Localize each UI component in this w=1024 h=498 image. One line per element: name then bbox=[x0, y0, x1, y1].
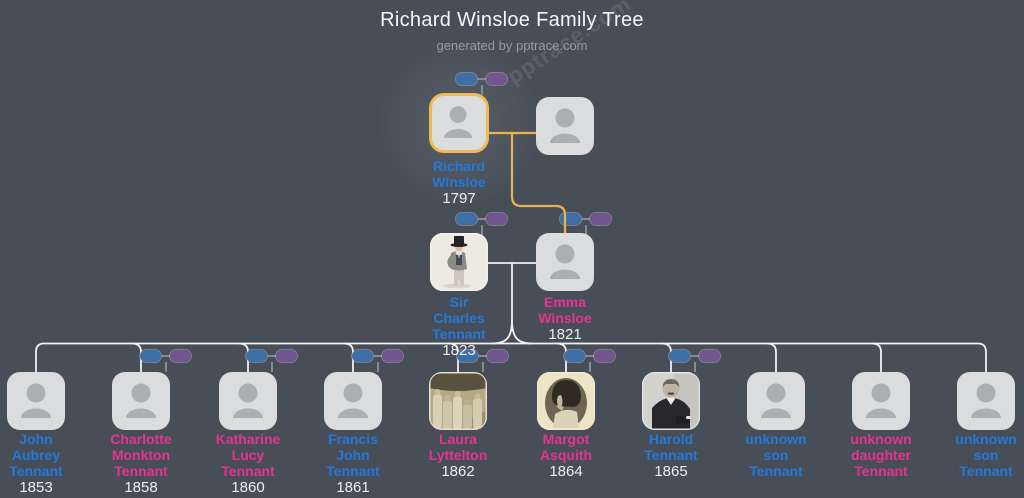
pair-drop-line bbox=[693, 362, 696, 372]
parents-link-harold bbox=[669, 350, 720, 372]
person-silhouette-icon bbox=[233, 383, 263, 418]
parents-link-francis bbox=[352, 350, 403, 372]
mini-mother-icon[interactable] bbox=[486, 73, 507, 85]
child-drop-unknown-son-1 bbox=[766, 342, 777, 374]
person-node-richard[interactable] bbox=[429, 93, 489, 153]
person-label-unknown-daughter: unknown daughter Tennant bbox=[850, 431, 912, 479]
person-node-katharine[interactable] bbox=[219, 372, 277, 430]
person-label-richard: Richard Winsloe 1797 bbox=[432, 158, 486, 207]
mini-father-icon[interactable] bbox=[352, 350, 373, 362]
person-label-harold: Harold Tennant 1865 bbox=[644, 431, 698, 480]
mini-father-icon[interactable] bbox=[669, 350, 690, 362]
person-node-margot[interactable] bbox=[537, 372, 595, 430]
pair-connector bbox=[585, 355, 594, 357]
parents-link-charlotte bbox=[140, 350, 191, 372]
person-silhouette-icon bbox=[866, 383, 896, 418]
person-label-margot: Margot Asquith 1864 bbox=[539, 431, 593, 480]
child-drop-unknown-daughter bbox=[871, 342, 882, 374]
pair-drop-line bbox=[376, 362, 379, 372]
person-label-charles: Sir Charles Tennant 1823 bbox=[432, 294, 486, 359]
mini-mother-icon[interactable] bbox=[486, 213, 507, 225]
mini-father-icon[interactable] bbox=[246, 350, 267, 362]
person-silhouette-icon bbox=[761, 383, 791, 418]
parents-link-emma bbox=[560, 213, 611, 235]
pair-connector bbox=[373, 355, 382, 357]
person-node-unknown-son-2[interactable] bbox=[957, 372, 1015, 430]
pair-connector bbox=[690, 355, 699, 357]
portrait-charles bbox=[430, 233, 488, 291]
pair-drop-line bbox=[588, 362, 591, 372]
mini-father-icon[interactable] bbox=[560, 213, 581, 225]
pair-connector bbox=[161, 355, 170, 357]
mini-father-icon[interactable] bbox=[456, 213, 477, 225]
person-node-harold[interactable] bbox=[642, 372, 700, 430]
pair-drop-line bbox=[164, 362, 167, 372]
pair-connector bbox=[477, 78, 486, 80]
person-label-charlotte: Charlotte Monkton Tennant 1858 bbox=[110, 431, 172, 496]
pair-drop-line bbox=[481, 362, 484, 372]
pair-connector bbox=[581, 218, 590, 220]
pair-drop-line bbox=[480, 225, 483, 235]
mini-father-icon[interactable] bbox=[456, 73, 477, 85]
person-node-john[interactable] bbox=[7, 372, 65, 430]
person-node-emma[interactable] bbox=[536, 233, 594, 291]
person-node-richard-spouse[interactable] bbox=[536, 97, 594, 155]
person-label-francis: Francis John Tennant 1861 bbox=[326, 431, 380, 496]
person-silhouette-icon bbox=[971, 383, 1001, 418]
person-silhouette-icon bbox=[126, 383, 156, 418]
person-silhouette-icon bbox=[550, 244, 580, 279]
portrait-laura bbox=[429, 372, 487, 430]
person-node-francis[interactable] bbox=[324, 372, 382, 430]
person-label-emma: Emma Winsloe 1821 bbox=[538, 294, 592, 343]
page-title: Richard Winsloe Family Tree bbox=[380, 9, 644, 31]
person-node-charles[interactable] bbox=[430, 233, 488, 291]
person-label-john: John Aubrey Tennant 1853 bbox=[9, 431, 63, 496]
person-silhouette-icon bbox=[21, 383, 51, 418]
parents-link-richard bbox=[456, 73, 507, 95]
person-silhouette-icon bbox=[338, 383, 368, 418]
person-node-unknown-son-1[interactable] bbox=[747, 372, 805, 430]
person-label-laura: Laura Lyttelton 1862 bbox=[428, 431, 488, 480]
person-node-charlotte[interactable] bbox=[112, 372, 170, 430]
person-label-unknown-son-1: unknown son Tennant bbox=[745, 431, 807, 479]
mini-mother-icon[interactable] bbox=[276, 350, 297, 362]
pair-connector bbox=[267, 355, 276, 357]
mini-father-icon[interactable] bbox=[140, 350, 161, 362]
mini-mother-icon[interactable] bbox=[699, 350, 720, 362]
parents-link-katharine bbox=[246, 350, 297, 372]
mini-mother-icon[interactable] bbox=[170, 350, 191, 362]
person-silhouette-icon bbox=[444, 106, 473, 138]
parents-link-margot bbox=[564, 350, 615, 372]
person-label-unknown-son-2: unknown son Tennant bbox=[955, 431, 1017, 479]
parents-link-charles bbox=[456, 213, 507, 235]
mini-father-icon[interactable] bbox=[564, 350, 585, 362]
pair-drop-line bbox=[584, 225, 587, 235]
mini-mother-icon[interactable] bbox=[590, 213, 611, 225]
portrait-harold bbox=[642, 372, 700, 430]
person-node-unknown-daughter[interactable] bbox=[852, 372, 910, 430]
page-subtitle: generated by pptrace.com bbox=[436, 38, 588, 53]
person-node-laura[interactable] bbox=[429, 372, 487, 430]
person-silhouette-icon bbox=[550, 108, 580, 143]
pair-connector bbox=[477, 218, 486, 220]
person-label-katharine: Katharine Lucy Tennant 1860 bbox=[215, 431, 281, 496]
pair-drop-line bbox=[270, 362, 273, 372]
portrait-margot bbox=[537, 372, 595, 430]
pair-drop-line bbox=[480, 85, 483, 95]
mini-mother-icon[interactable] bbox=[594, 350, 615, 362]
